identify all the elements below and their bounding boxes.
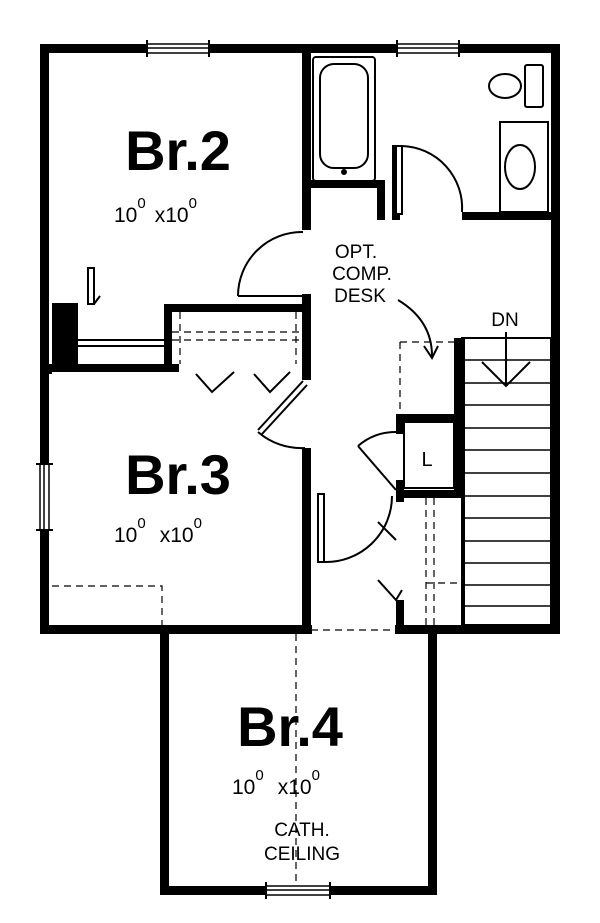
stair-down-arrow	[481, 332, 531, 388]
toilet	[488, 64, 544, 108]
window-bath-top	[396, 40, 460, 57]
window-br2-top	[146, 40, 210, 57]
door-linen	[357, 430, 397, 491]
room-br4-dims: 100x100	[232, 767, 320, 799]
closet-bifold-hall	[377, 521, 403, 602]
room-br2-label: Br.2 100x100	[114, 119, 231, 227]
room-br4-name: Br.4	[237, 695, 343, 758]
ceiling-note: CATH. CEILING	[264, 820, 340, 865]
windows	[36, 40, 460, 899]
window-br3-left	[36, 463, 53, 531]
ceiling-note-line-2: CEILING	[264, 844, 340, 865]
room-br3-name: Br.3	[125, 443, 231, 506]
linen-closet-l: L	[421, 449, 432, 471]
room-br2-dims: 100x100	[114, 195, 197, 227]
door-bathroom	[395, 145, 464, 215]
linen-closet-label: L	[403, 421, 455, 489]
desk-leader-arrow	[397, 299, 439, 360]
closet-bifold-br2	[195, 371, 291, 394]
bathtub	[312, 56, 376, 182]
desk-note: OPT. COMP. DESK	[332, 242, 392, 307]
room-br4-label: Br.4 100x100	[232, 695, 343, 799]
desk-note-line-1: OPT.	[335, 242, 377, 263]
door-br3	[257, 380, 308, 450]
bathroom-fixtures	[312, 56, 549, 213]
window-br4-bottom	[265, 882, 331, 899]
stair-dn-label: DN	[491, 310, 518, 331]
room-br2-name: Br.2	[125, 119, 231, 182]
desk-note-line-2: COMP.	[332, 264, 392, 285]
room-br3-label: Br.3 100x100	[114, 443, 231, 547]
door-stub-br2-left	[87, 267, 101, 305]
shelves-and-dashed	[52, 312, 551, 886]
desk-note-line-3: DESK	[334, 286, 386, 307]
vanity-sink	[499, 121, 549, 213]
door-hall-bifold	[317, 493, 393, 564]
doors	[87, 145, 464, 602]
ceiling-note-line-1: CATH.	[274, 820, 330, 841]
door-br2	[237, 230, 305, 297]
room-br3-dims: 100x100	[114, 515, 202, 547]
